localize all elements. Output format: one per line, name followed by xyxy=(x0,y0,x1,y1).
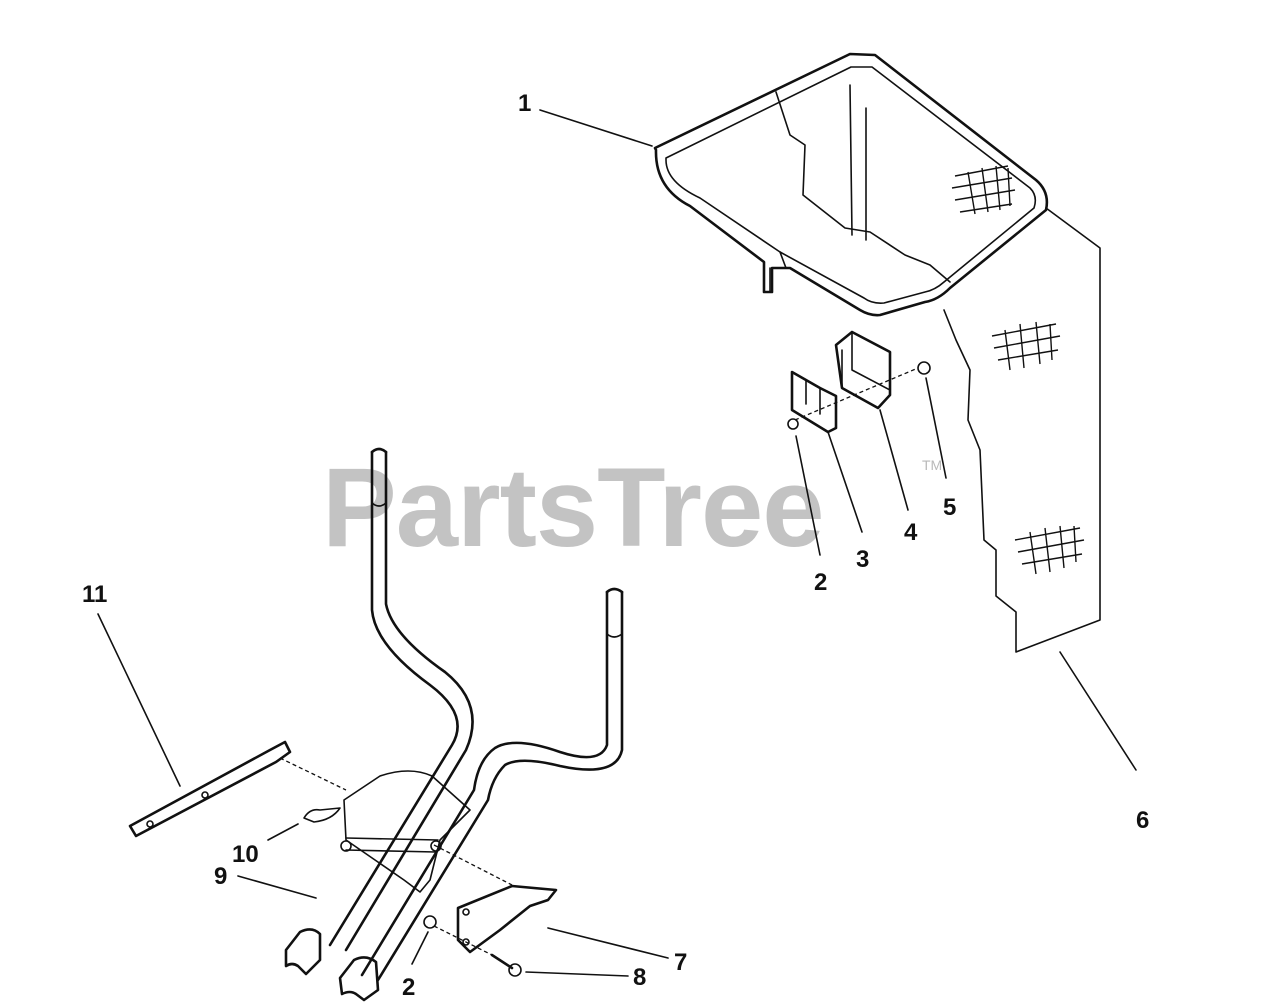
bracket-3[interactable] xyxy=(790,370,838,434)
callout-8: 8 xyxy=(633,964,646,991)
bracket-4[interactable] xyxy=(834,330,892,410)
handle-right[interactable] xyxy=(360,587,624,982)
callout-9: 9 xyxy=(214,863,227,890)
handle-crossbar[interactable] xyxy=(340,837,442,853)
handle-left[interactable] xyxy=(328,447,474,952)
watermark-trademark: TM xyxy=(922,457,942,473)
handle-base-plate[interactable] xyxy=(343,770,471,893)
nut-2-upper[interactable] xyxy=(787,418,799,430)
callout-2-upper: 2 xyxy=(814,569,827,596)
plate-7[interactable] xyxy=(456,884,558,954)
assembly-axis-plate xyxy=(433,844,513,886)
grass-bag[interactable] xyxy=(775,84,1101,653)
callout-3: 3 xyxy=(856,546,869,573)
assembly-axis-left xyxy=(279,757,347,791)
callout-11: 11 xyxy=(82,581,107,608)
callout-10: 10 xyxy=(232,841,259,868)
callout-5: 5 xyxy=(943,494,956,521)
handle-feet[interactable] xyxy=(284,928,380,1002)
leader-lines xyxy=(97,109,1137,977)
rod-11[interactable] xyxy=(128,740,292,838)
watermark-text: PartsTree xyxy=(322,445,824,570)
clip-10[interactable] xyxy=(303,807,341,823)
bolt-8[interactable] xyxy=(490,953,522,977)
bag-frame[interactable] xyxy=(653,52,1049,317)
callout-7: 7 xyxy=(674,949,687,976)
nut-2-lower[interactable] xyxy=(423,915,437,929)
assembly-axis-upper xyxy=(794,367,919,421)
callout-2-lower: 2 xyxy=(402,974,415,1001)
assembly-axis-lower xyxy=(433,925,493,956)
callout-6: 6 xyxy=(1136,807,1149,834)
bolt-5[interactable] xyxy=(917,361,931,375)
callout-4: 4 xyxy=(904,519,918,546)
callout-1: 1 xyxy=(518,90,531,117)
